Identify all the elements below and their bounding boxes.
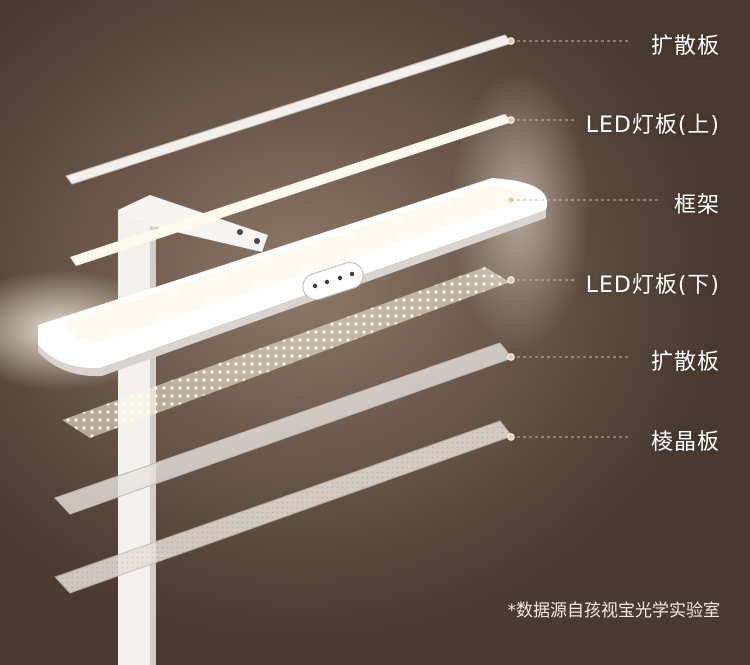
label-diffuser-bottom: 扩散板 xyxy=(650,350,720,375)
label-led-board-lower: LED灯板(下) xyxy=(585,273,720,298)
lamp-pole xyxy=(118,195,150,665)
label-frame: 框架 xyxy=(673,193,720,218)
leader-dots xyxy=(507,37,515,441)
control-panel xyxy=(302,261,364,301)
leader-lines xyxy=(511,40,660,438)
diffuser-top-panel xyxy=(65,34,513,185)
label-prism-plate: 棱晶板 xyxy=(650,430,720,455)
label-diffuser-top: 扩散板 xyxy=(650,34,720,59)
footnote: *数据源自孩视宝光学实验室 xyxy=(507,601,721,621)
label-led-board-upper: LED灯板(上) xyxy=(585,113,720,138)
